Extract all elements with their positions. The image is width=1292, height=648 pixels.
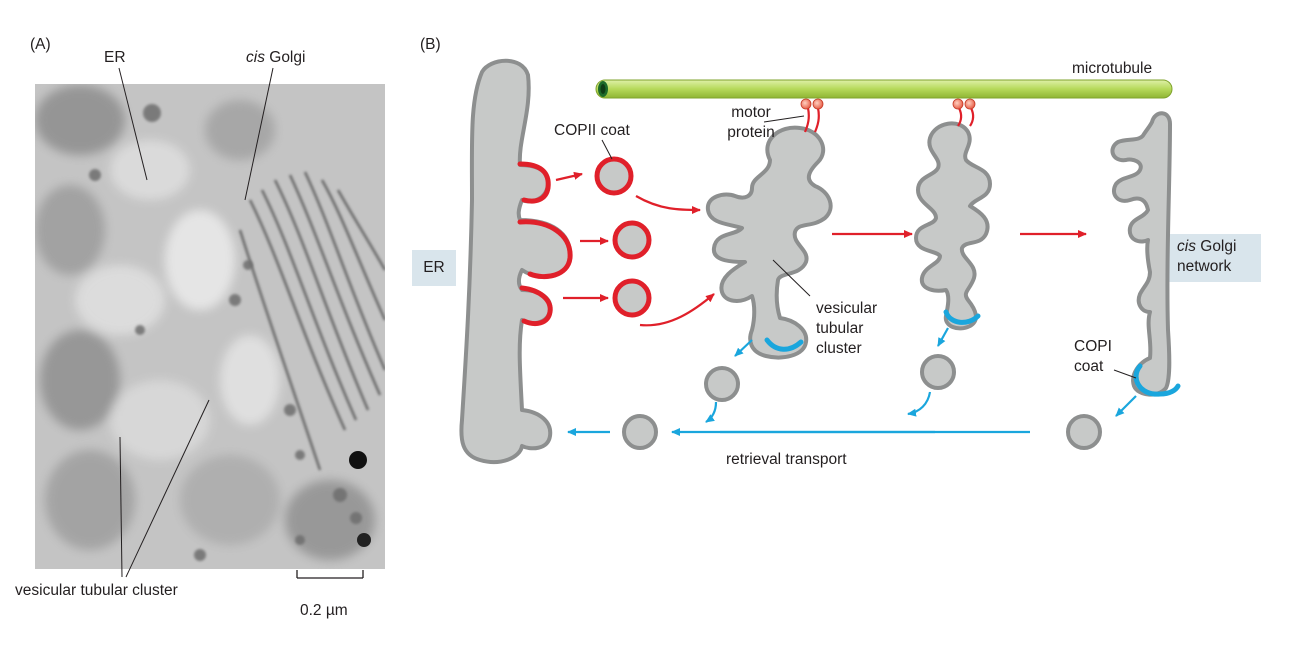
cis-golgi-label-a: cis Golgi [246,49,305,67]
cis-italic: cis [246,49,265,66]
microtubule [595,79,1173,99]
vtc-label-line3: cluster [816,340,862,357]
er-membrane [459,58,573,465]
scale-bar-label: 0.2 µm [300,602,348,619]
golgi-word: Golgi [264,49,306,66]
retrieval-transport-label: retrieval transport [726,451,847,468]
copi-vesicles [622,354,1102,450]
copi-coat-golgi [1133,363,1181,397]
motor-protein-2 [952,98,976,127]
cis-golgi-label-box [1167,234,1261,282]
scale-bar [296,570,364,579]
cis-golgi-network-label-line2: network [1177,258,1232,275]
er-copii-coats [517,161,573,327]
motor-protein-label-line2: protein [727,124,775,141]
vtc-label-line1: vesicular [816,300,878,317]
motor-protein-label-line1: motor [731,104,771,121]
microtubule-label: microtubule [1072,60,1153,77]
leader-lines [601,115,1137,379]
vtc-label-a: vesicular tubular cluster [15,582,178,599]
copii-coat-label: COPII coat [554,122,630,139]
copi-label-line2: coat [1074,358,1104,375]
vtc-label-line2: tubular [816,320,864,337]
cis-italic-b: cis [1177,238,1196,255]
vtc1-copi-coat [764,337,804,352]
cis-golgi-network-label-line1: cis Golgi [1177,238,1236,256]
er-label-b: ER [423,259,445,276]
golgi-word-b: Golgi [1195,238,1237,255]
anterograde-arrows [555,171,1087,327]
er-label-a: ER [104,49,126,66]
panel-b-label: (B) [420,36,441,53]
vesicular-tubular-cluster-1 [705,125,833,360]
vtc2-copi-coat [943,309,981,325]
panel-a-label: (A) [30,36,51,53]
copii-vesicles [594,156,652,318]
copi-label-line1: COPI [1074,338,1112,355]
er-label-box [412,250,456,286]
retrieval-arrows [567,327,1137,436]
motor-protein-1 [800,98,824,133]
vesicular-tubular-cluster-2 [914,121,992,331]
cis-golgi-network [1110,111,1172,397]
